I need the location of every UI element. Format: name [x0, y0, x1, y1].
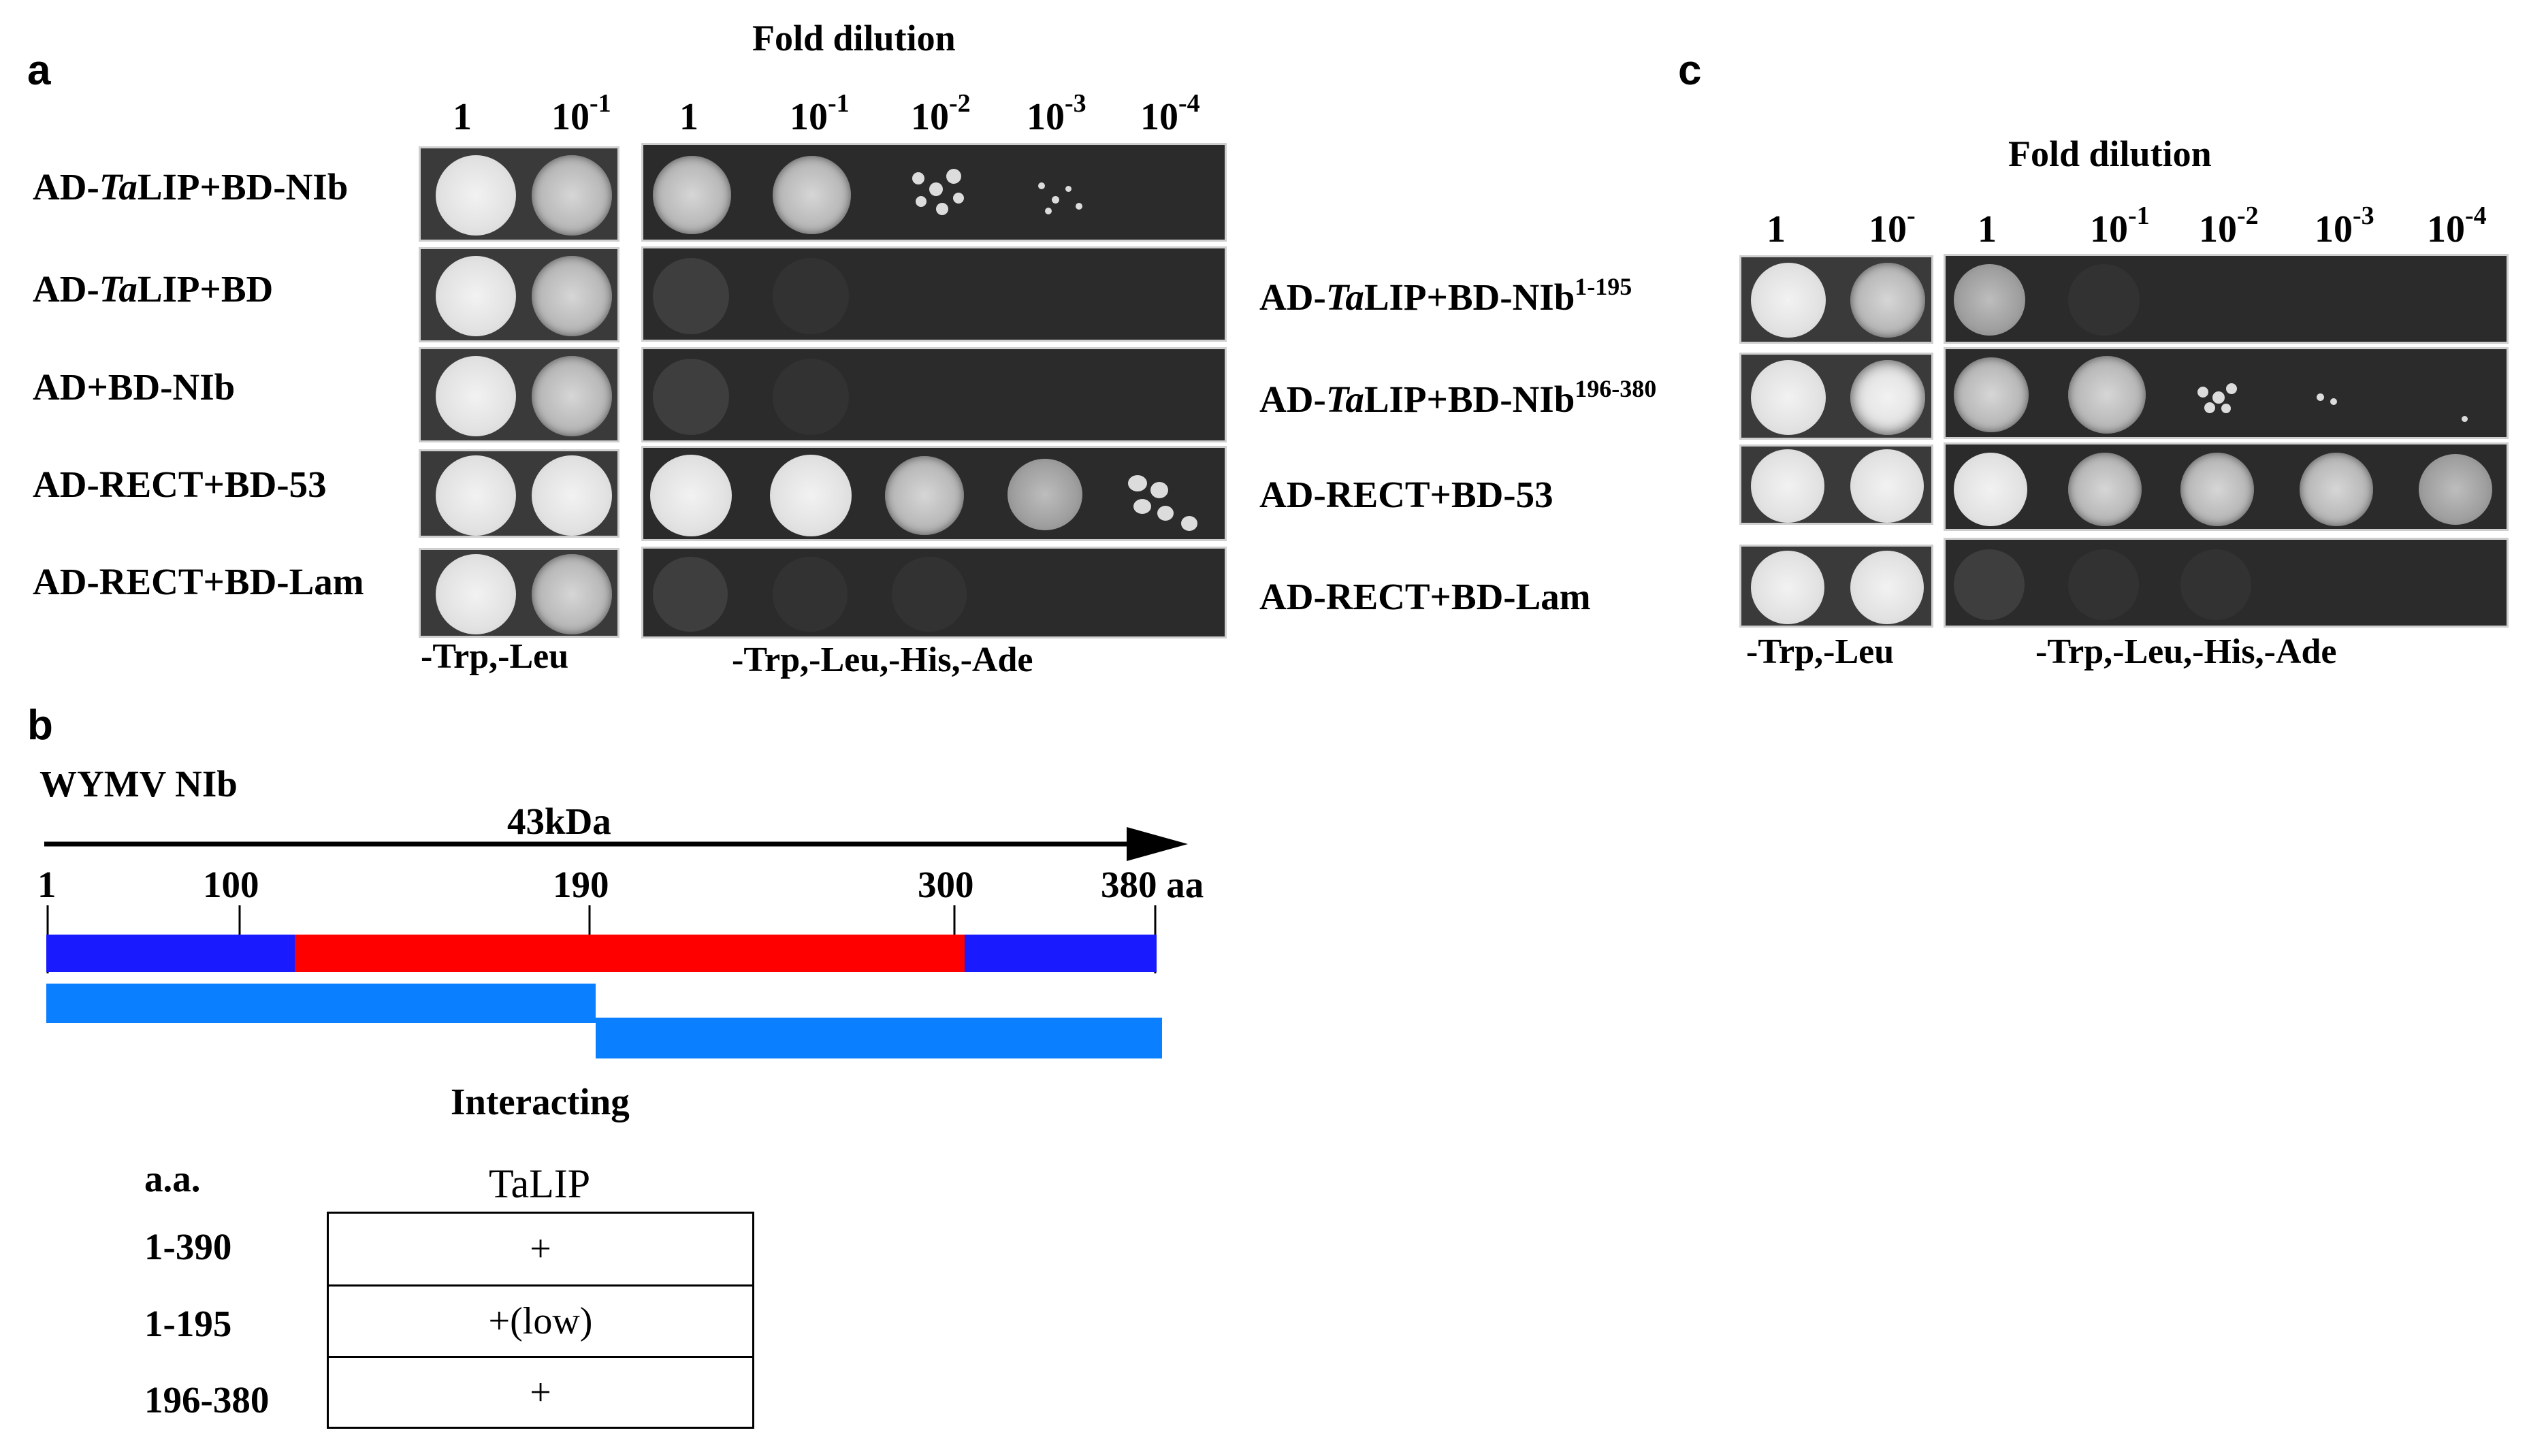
panel-b-tick-label-380: 380 aa — [1101, 864, 1204, 905]
panel-b-fragment-1-195 — [46, 984, 596, 1023]
panel-c-tl-plate-2 — [1739, 353, 1933, 440]
panel-a-tl-plate-2 — [419, 247, 619, 342]
panel-b-fragment-196-380 — [596, 1018, 1162, 1058]
panel-c-row-label-2: AD-TaLIP+BD-NIb196-380 — [1259, 375, 1657, 420]
panel-a-sel-plate-5 — [641, 547, 1227, 638]
panel-b-domain-blue-left — [46, 935, 295, 972]
panel-c-sel-plate-1 — [1944, 254, 2509, 344]
panel-a-sel-plate-3 — [641, 347, 1227, 442]
panel-b-arrow-head — [1127, 827, 1188, 861]
panel-a-sel-plate-4 — [641, 446, 1227, 541]
panel-c-tl-plate-1 — [1739, 255, 1933, 344]
panel-a-dil-1: 1 — [453, 96, 472, 138]
panel-b-tick-label-300: 300 — [918, 864, 974, 905]
panel-a-row-label-3: AD+BD-NIb — [33, 366, 236, 408]
panel-b-table-row-3-aa: 196-380 — [144, 1379, 270, 1421]
panel-a-dil-r4: 10-3 — [1027, 89, 1086, 138]
panel-c-dil-10: 10- — [1869, 201, 1916, 250]
panel-b-interacting-label: Interacting — [451, 1081, 630, 1122]
panel-c-sel-plate-2 — [1944, 347, 2509, 439]
panel-c-dil-r1: 1 — [1978, 208, 1997, 250]
panel-c-letter: c — [1678, 47, 1702, 94]
panel-c-dil-r3: 10-2 — [2199, 201, 2259, 250]
panel-b-letter: b — [27, 702, 53, 749]
panel-b-table-cell-2: +(low) — [327, 1284, 754, 1358]
panel-b-tick-label-1: 1 — [37, 864, 57, 905]
panel-a-row-label-1: AD-TaLIP+BD-NIb — [33, 166, 349, 208]
panel-a-dil-r1: 1 — [679, 96, 698, 138]
panel-a-sel-plate-1 — [641, 143, 1227, 242]
panel-c-tl-plate-4 — [1739, 545, 1933, 628]
panel-a-row-label-5: AD-RECT+BD-Lam — [33, 561, 364, 602]
panel-c-media-left: -Trp,-Leu — [1746, 632, 1895, 671]
panel-a-tl-plate-1 — [419, 146, 619, 242]
panel-c-row-label-4: AD-RECT+BD-Lam — [1259, 576, 1591, 617]
panel-a-media-right: -Trp,-Leu,-His,-Ade — [732, 641, 1033, 679]
panel-c-row-label-1: AD-TaLIP+BD-NIb1-195 — [1259, 273, 1632, 318]
panel-b-tick-label-100: 100 — [203, 864, 259, 905]
panel-a-dil-r2: 10-1 — [790, 89, 850, 138]
panel-a-dil-10-1: 10-1 — [551, 89, 611, 138]
panel-c-dil-1: 1 — [1767, 208, 1786, 250]
panel-a-dil-r5: 10-4 — [1140, 89, 1200, 138]
panel-c-row-label-3: AD-RECT+BD-53 — [1259, 474, 1553, 515]
panel-c-tl-plate-3 — [1739, 444, 1933, 525]
panel-c-media-right: -Trp,-Leu,-His,-Ade — [2035, 632, 2337, 671]
panel-a-dil-r3: 10-2 — [911, 89, 971, 138]
panel-c-fold-dilution: Fold dilution — [2008, 133, 2212, 174]
panel-b-domain-red — [295, 935, 965, 972]
panel-a-tl-plate-5 — [419, 548, 619, 638]
panel-c-sel-plate-3 — [1944, 442, 2509, 531]
panel-a-tl-plate-3 — [419, 347, 619, 442]
panel-b-table-cell-3: + — [327, 1356, 754, 1429]
panel-a-sel-plate-2 — [641, 246, 1227, 342]
panel-a-row-label-2: AD-TaLIP+BD — [33, 268, 274, 310]
panel-c-dil-r2: 10-1 — [2090, 201, 2150, 250]
panel-b-domain-blue-right — [965, 935, 1157, 972]
panel-a-tl-plate-4 — [419, 449, 619, 538]
panel-b-table-header-talip: TaLIP — [489, 1161, 591, 1206]
panel-a-fold-dilution: Fold dilution — [752, 18, 956, 59]
panel-b-table-cell-1: + — [327, 1212, 754, 1287]
panel-b-protein-name: WYMV NIb — [39, 763, 238, 805]
panel-b-table-header-aa: a.a. — [144, 1158, 201, 1199]
panel-c-sel-plate-4 — [1944, 538, 2509, 628]
panel-c-dil-r4: 10-3 — [2315, 201, 2374, 250]
panel-a-row-label-4: AD-RECT+BD-53 — [33, 464, 327, 505]
panel-b-table-row-2-aa: 1-195 — [144, 1303, 232, 1344]
panel-b-table-row-1-aa: 1-390 — [144, 1226, 232, 1267]
panel-c-dil-r5: 10-4 — [2427, 201, 2487, 250]
panel-b-tick-label-190: 190 — [553, 864, 609, 905]
panel-b-size: 43kDa — [507, 800, 611, 842]
panel-a-media-left: -Trp,-Leu — [421, 637, 569, 676]
panel-a-letter: a — [27, 47, 51, 94]
